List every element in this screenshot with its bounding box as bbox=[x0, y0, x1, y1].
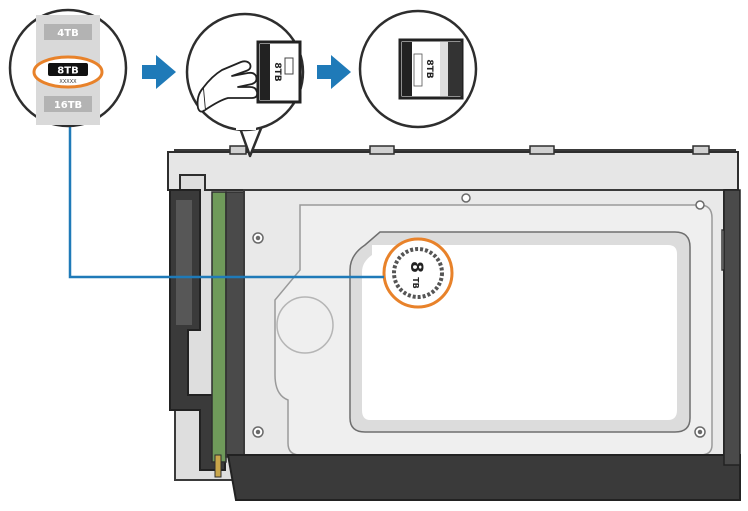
step-3-label-text: 8TB bbox=[424, 59, 434, 78]
label-option-8tb-text: 8TB bbox=[57, 66, 78, 77]
step-1-label-selector: 4TB 8TB XXXXX 16TB bbox=[8, 8, 128, 128]
hard-drive bbox=[243, 189, 731, 466]
drive-screws bbox=[252, 193, 706, 438]
callout-line bbox=[68, 115, 384, 279]
label-option-16tb-text: 16TB bbox=[54, 100, 82, 111]
pcb-connector bbox=[211, 191, 227, 463]
label-option-8tb-code: XXXXX bbox=[59, 79, 77, 85]
step-3-label-applied: 8TB bbox=[358, 9, 478, 129]
step-2-label-text: 8TB bbox=[272, 62, 282, 81]
label-option-4tb-text: 4TB bbox=[57, 28, 78, 39]
hand-icon bbox=[196, 60, 259, 113]
drive-capacity-badge: 8 TB bbox=[382, 237, 454, 309]
label-option-16tb bbox=[44, 96, 92, 112]
badge-number: 8 bbox=[406, 261, 426, 273]
badge-unit: TB bbox=[411, 277, 420, 289]
carrier-top-rail bbox=[167, 151, 739, 191]
step-2-apply-label: 8TB bbox=[185, 12, 305, 158]
arrow-right-icon bbox=[317, 55, 351, 89]
label-option-4tb bbox=[44, 24, 92, 40]
arrow-right-icon bbox=[142, 55, 176, 89]
carrier-bottom-base bbox=[226, 454, 741, 501]
